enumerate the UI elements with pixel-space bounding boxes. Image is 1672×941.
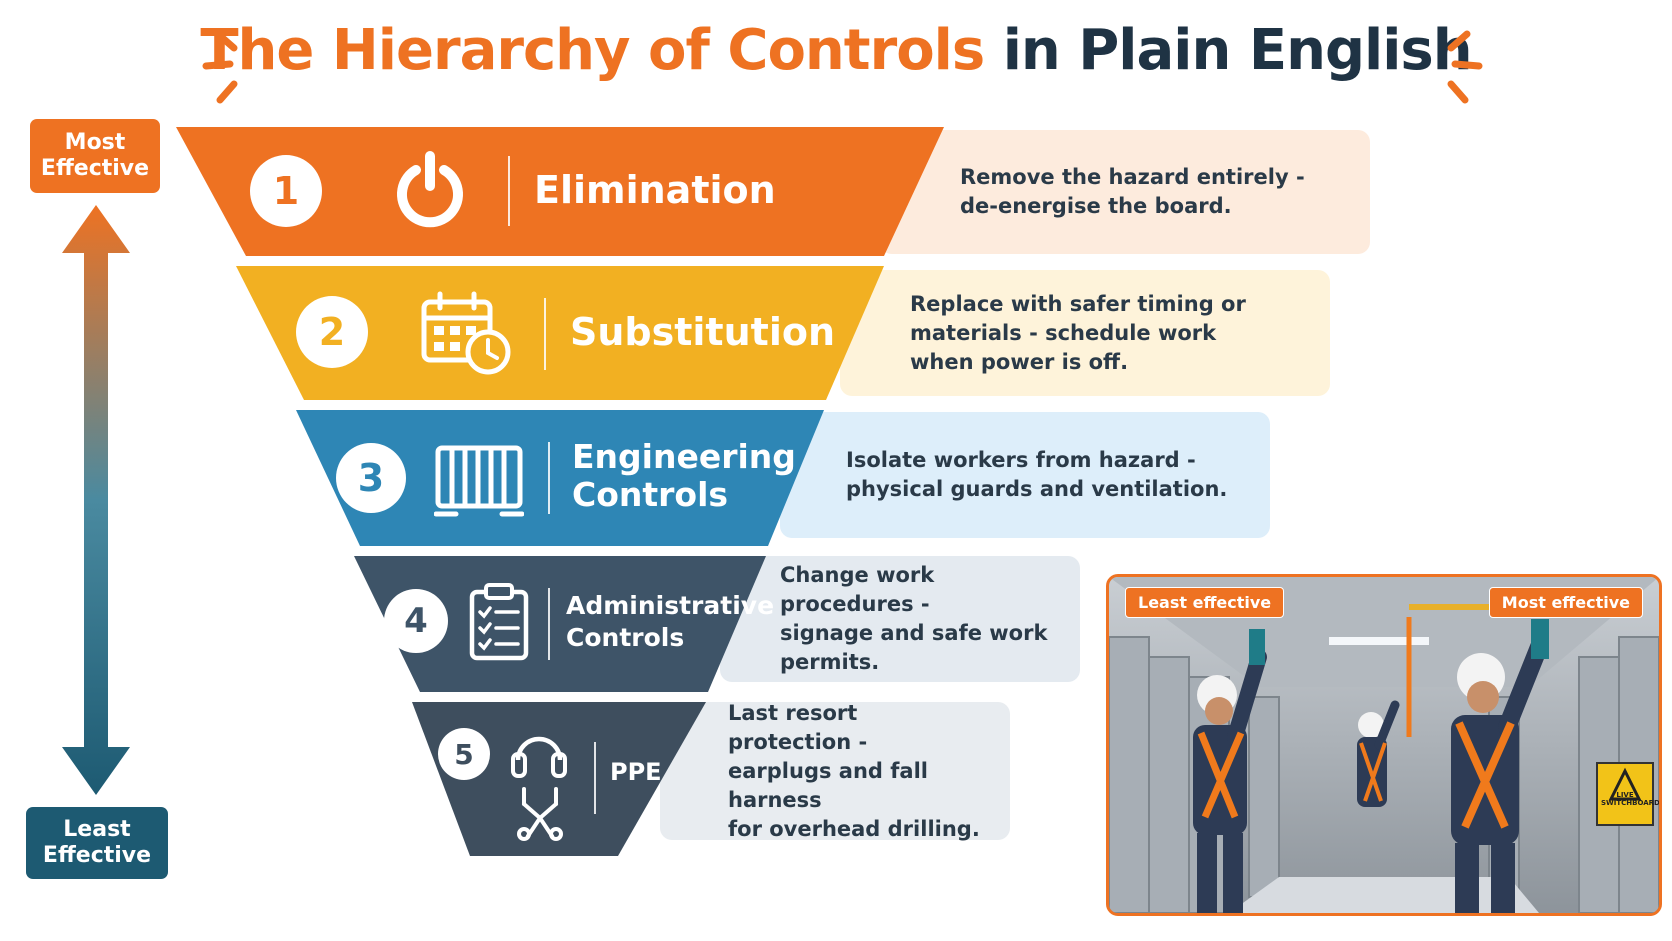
most-effective-badge: Most Effective [30, 119, 160, 193]
level-2-description-line: when power is off. [910, 349, 1129, 374]
level-2-number: 2 [296, 296, 368, 368]
level-2-description-line: materials - schedule work [910, 320, 1217, 345]
level-4-description-line: Change work procedures - [780, 563, 935, 616]
level-1-description: Remove the hazard entirely - de-energise… [880, 130, 1370, 254]
level-3-description-line: physical guards and ventilation. [846, 477, 1228, 501]
level-5-description-line: Last resort protection - [728, 700, 868, 754]
level-3-divider [548, 442, 550, 514]
level-5-description-line: earplugs and fall harness [728, 758, 928, 812]
level-2-divider [544, 298, 546, 370]
most-effective-tag: Most effective [1488, 587, 1643, 618]
least-effective-label: Least Effective [42, 817, 152, 868]
level-1-description-line: de-energise the board. [960, 194, 1232, 218]
level-1-label: Elimination [534, 168, 776, 212]
level-5-divider [594, 742, 596, 814]
level-2-description-line: Replace with safer timing or [910, 291, 1246, 316]
title-rest: in Plain English [1002, 18, 1473, 83]
level-4-description-line: signage and safe work permits. [780, 621, 1048, 674]
level-5-number: 5 [438, 728, 490, 780]
earmuffs-icon [511, 736, 567, 778]
level-3-label: Engineering Controls [572, 437, 796, 514]
level-2-band [236, 266, 884, 400]
level-3-band [296, 410, 824, 546]
level-1-description-line: Remove the hazard entirely - [960, 165, 1305, 189]
level-4-description: Change work procedures - signage and saf… [720, 556, 1080, 682]
power-icon [397, 151, 463, 228]
level-3-number: 3 [336, 443, 406, 513]
harness-icon [517, 787, 563, 841]
level-4-band [354, 556, 766, 692]
level-1-number: 1 [250, 155, 322, 227]
least-effective-badge: Least Effective [26, 807, 168, 879]
effectiveness-arrow-icon [62, 205, 130, 795]
page-title: The Hierarchy of Controls in Plain Engli… [0, 18, 1672, 83]
level-2-label: Substitution [570, 310, 835, 354]
level-4-label: Administrative Controls [566, 591, 775, 652]
live-switchboard-sign: LIVE SWITCHBOARD [1601, 791, 1660, 807]
switchboard-photo: Least effective Most effective LIVE SWIT… [1106, 574, 1662, 916]
title-accent: The Hierarchy of Controls [200, 18, 985, 83]
clipboard-checklist-icon [469, 583, 529, 661]
level-1-band [176, 127, 944, 256]
barrier-icon [434, 445, 524, 517]
calendar-clock-icon [421, 291, 511, 375]
most-effective-label: Most Effective [40, 130, 150, 181]
level-3-description-line: Isolate workers from hazard - [846, 448, 1196, 472]
title-burst-left-icon [202, 30, 238, 104]
level-5-description: Last resort protection - earplugs and fa… [660, 700, 1010, 841]
level-4-number: 4 [384, 589, 448, 653]
level-2-description: Replace with safer timing or materials -… [840, 270, 1330, 396]
level-5-label: PPE [610, 758, 662, 786]
level-4-divider [548, 588, 550, 660]
level-1-divider [508, 156, 510, 226]
least-effective-tag: Least effective [1125, 587, 1285, 618]
switchboard-room-illustration [1109, 577, 1659, 913]
level-3-description: Isolate workers from hazard - physical g… [780, 412, 1270, 538]
level-5-description-line: for overhead drilling. [728, 816, 980, 841]
title-burst-right-icon [1447, 30, 1483, 104]
